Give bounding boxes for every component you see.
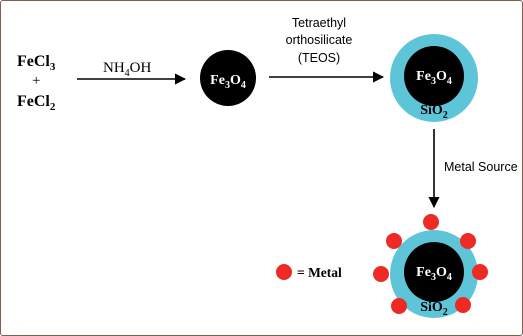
- teos-line3: (TEOS): [298, 51, 340, 65]
- core-label: Fe3O4: [416, 69, 452, 87]
- core-label: Fe3O4: [210, 73, 246, 91]
- plus-sign: +: [32, 73, 40, 89]
- fe3o4-core: [404, 242, 464, 302]
- metal-nanoparticle: [386, 233, 402, 249]
- core-label: Fe3O4: [416, 265, 452, 283]
- fe3o4-core: [404, 46, 464, 106]
- reactant-fecl2: FeCl2: [17, 93, 56, 113]
- fe3o4-core: [200, 50, 256, 106]
- reagent-nh4oh: NH4OH: [103, 60, 152, 79]
- metal-nanoparticle: [472, 264, 488, 280]
- metal-nanoparticle: [455, 297, 471, 313]
- metal-source-label: Metal Source: [444, 160, 518, 174]
- shell-label: SiO2: [420, 103, 448, 121]
- metal-nanoparticle: [460, 233, 476, 249]
- teos-line2: orthosilicate: [286, 33, 353, 47]
- legend-metal-label: = Metal: [297, 265, 342, 280]
- metal-nanoparticle: [391, 298, 407, 314]
- metal-nanoparticle: [373, 266, 389, 282]
- legend-metal-dot: [276, 264, 292, 280]
- metal-nanoparticle: [423, 214, 439, 230]
- reactant-fecl3: FeCl3: [17, 53, 56, 73]
- shell-label: SiO2: [420, 300, 448, 318]
- teos-line1: Tetraethyl: [292, 16, 346, 30]
